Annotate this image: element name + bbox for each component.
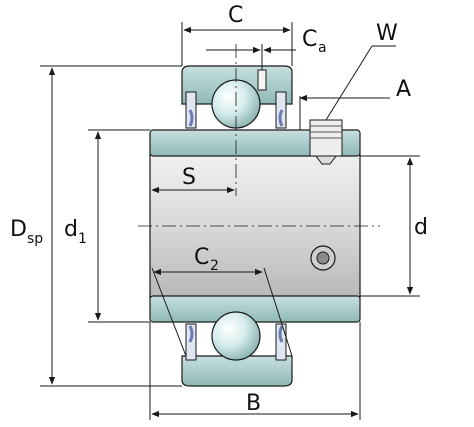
label-c2-sub: 2 [210, 258, 219, 274]
label-ca: C [302, 27, 317, 52]
ball-bottom [211, 311, 261, 361]
label-c: C [228, 3, 243, 28]
label-dsp: D [10, 217, 27, 242]
grub-screw [309, 119, 343, 165]
seals [185, 91, 287, 361]
label-w: W [376, 21, 398, 46]
label-d1-sub: 1 [78, 231, 87, 247]
outer-ring-bottom [181, 355, 293, 387]
label-s: S [182, 165, 196, 190]
label-d1: d [64, 217, 78, 242]
side-screw [310, 245, 336, 271]
label-ca-sub: a [318, 40, 327, 56]
lube-hole [257, 69, 267, 91]
label-d: d [414, 215, 428, 240]
label-c2: C [194, 245, 209, 270]
label-a: A [396, 77, 411, 102]
label-b: B [246, 391, 261, 416]
label-dsp-sub: sp [27, 231, 43, 247]
